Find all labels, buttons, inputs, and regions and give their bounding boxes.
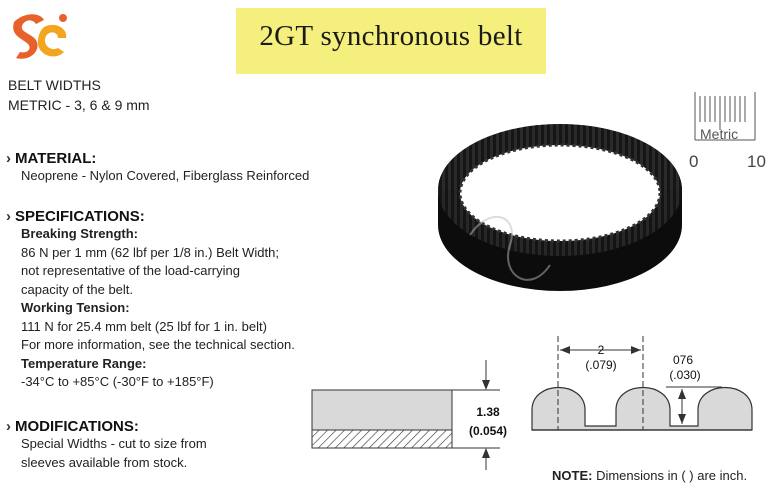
material-heading: MATERIAL: [15,150,97,167]
working-tension-line: 111 N for 25.4 mm belt (25 lbf for 1 in.… [21,318,267,334]
ruler-icon [694,92,756,141]
modifications-section: ›MODIFICATIONS: Special Widths - cut to … [6,418,207,472]
breaking-strength-line: 86 N per 1 mm (62 lbf per 1/8 in.) Belt … [21,244,279,260]
tooth-height-mm: 076 [672,353,694,367]
working-tension-line: For more information, see the technical … [21,337,295,352]
specifications-section: ›SPECIFICATIONS: Breaking Strength: 86 N… [6,208,295,392]
modifications-line: sleeves available from stock. [21,454,188,470]
breaking-strength-line: not representative of the load-carrying [21,263,240,278]
temperature-range-text: -34°C to +85°C (-30°F to +185°F) [21,374,214,389]
breaking-strength-line: capacity of the belt. [21,281,134,297]
belt-widths-heading: BELT WIDTHS [8,77,101,93]
modifications-heading: MODIFICATIONS: [15,418,139,435]
dimension-note: NOTE: Dimensions in ( ) are inch. [552,468,747,483]
material-text: Neoprene - Nylon Covered, Fiberglass Rei… [21,168,310,183]
working-tension-heading: Working Tension: [21,300,130,315]
metric-scale: Metric 0 10 [688,92,768,178]
specifications-heading: SPECIFICATIONS: [15,208,145,225]
logo [6,8,72,68]
metric-max: 10 [747,152,766,171]
metric-min: 0 [689,152,699,171]
pitch-mm: 2 [597,343,605,357]
tooth-height-in: (.030) [669,368,701,382]
page-title: 2GT synchronous belt [259,20,523,52]
belt-cross-section [311,336,753,470]
belt-height-in: (0.054) [468,424,508,438]
belt-height-mm: 1.38 [476,405,500,419]
title-highlight [236,8,546,74]
modifications-line: Special Widths - cut to size from [21,436,207,451]
chevron-right-icon: › [6,150,11,167]
breaking-strength-heading: Breaking Strength: [21,226,139,241]
metric-label: Metric [700,126,739,142]
belt-widths: BELT WIDTHS METRIC - 3, 6 & 9 mm [8,75,150,115]
belt-image [438,124,682,291]
note-text: Dimensions in ( ) are inch. [596,468,748,483]
temperature-range-heading: Temperature Range: [21,355,147,371]
chevron-right-icon: › [6,208,11,225]
pitch-in: (.079) [585,358,617,372]
note-label: NOTE: [552,468,593,483]
sc-logo-icon [13,14,67,59]
material-section: ›MATERIAL: Neoprene - Nylon Covered, Fib… [6,150,309,186]
belt-widths-metric: METRIC - 3, 6 & 9 mm [8,97,150,113]
chevron-right-icon: › [6,418,11,435]
